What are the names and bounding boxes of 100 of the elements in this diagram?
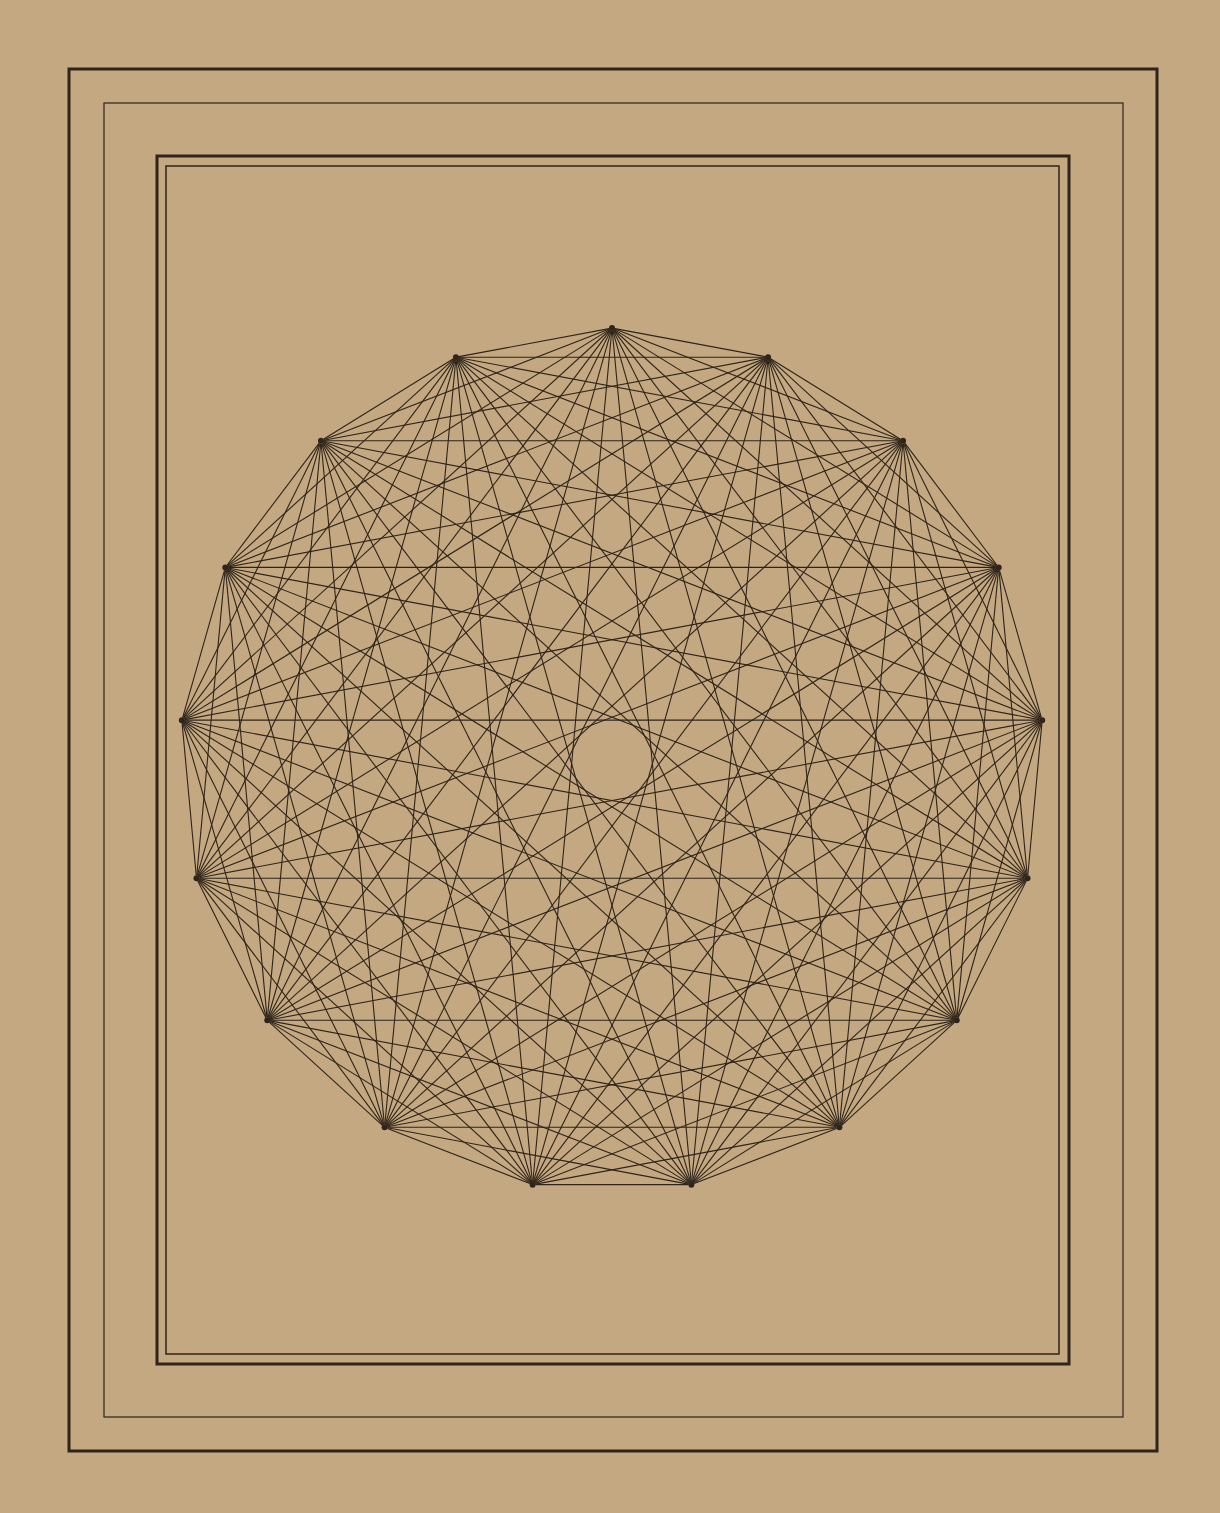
vertex-dot [529, 1181, 536, 1188]
chord-line [198, 878, 838, 1127]
chord-line [323, 440, 997, 568]
chord-line [321, 443, 533, 1183]
chord-line [198, 878, 955, 1021]
chord-line [768, 359, 1027, 877]
chord-line [386, 1127, 689, 1185]
chord-line [227, 440, 901, 568]
chord-line [385, 359, 768, 1126]
chord-line [532, 359, 768, 1183]
chord-line [227, 329, 610, 567]
chord-line [457, 359, 956, 1019]
chord-line [456, 359, 839, 1126]
chord-line [841, 1021, 956, 1126]
chord-line [1027, 722, 1043, 876]
chord-line [692, 569, 998, 1183]
chord-line [691, 359, 769, 1183]
chord-line [268, 442, 902, 1019]
chord-line [184, 720, 955, 1020]
chord-line [198, 879, 690, 1184]
vertex-dot [381, 1124, 388, 1131]
chord-line [323, 357, 766, 441]
chord-line [691, 443, 903, 1183]
chord-line [534, 879, 1026, 1184]
chord-line [320, 443, 385, 1125]
chord-line [183, 721, 532, 1183]
vertex-dot [178, 717, 185, 724]
chord-line [613, 329, 1027, 877]
chord-line [458, 357, 901, 441]
chord-line [225, 569, 385, 1125]
chord-line [614, 329, 997, 567]
chord-line [769, 358, 998, 566]
chord-line [184, 441, 901, 720]
chord-line [268, 359, 767, 1019]
chord-line [998, 569, 1028, 876]
chord-line [840, 880, 1027, 1126]
chord-line [902, 443, 958, 1018]
chord-line [614, 328, 901, 441]
chord-line [457, 358, 1041, 720]
chord-line [269, 878, 1026, 1021]
chord-line [840, 722, 1042, 1126]
chord-line [998, 569, 1042, 718]
chord-line [534, 721, 1041, 1184]
chord-line [269, 1020, 838, 1128]
vertex-dot [452, 354, 459, 361]
chord-line [182, 722, 267, 1019]
chord-line [227, 566, 997, 568]
chord-line [183, 359, 455, 719]
chord-line [226, 568, 838, 1126]
chord-line [267, 359, 456, 1019]
chord-line [268, 1021, 383, 1126]
chord-line [614, 328, 766, 358]
chord-line [386, 878, 1026, 1127]
chord-line [226, 569, 532, 1183]
vertex-dot [1039, 717, 1046, 724]
chord-line [269, 720, 1040, 1020]
vertex-dot [836, 1124, 843, 1131]
chord-line [196, 569, 226, 876]
vertex-dot [1024, 875, 1031, 882]
chord-line [903, 442, 1042, 719]
vertex-dot [222, 564, 229, 571]
vertex-dot [900, 437, 907, 444]
vertex-dot [995, 564, 1002, 571]
chord-line [323, 441, 1040, 720]
chord-line [613, 329, 1041, 719]
vertex-dot [193, 875, 200, 882]
chord-line [227, 357, 766, 567]
chord-line [226, 569, 691, 1183]
chord-line [268, 330, 612, 1019]
chord-line [386, 721, 1041, 1127]
chord-line [386, 1127, 531, 1185]
chord-line [197, 880, 267, 1019]
chord-line [612, 330, 840, 1125]
chord-line [323, 328, 610, 441]
chord-line [535, 1127, 838, 1185]
chord-line [693, 1127, 838, 1185]
chord-line [183, 721, 838, 1127]
chord-line [322, 442, 956, 1019]
chord-line [692, 721, 1041, 1183]
chord-line [457, 358, 1026, 877]
chord-line [839, 443, 904, 1125]
chord-line [533, 569, 998, 1183]
vertex-dot [264, 1017, 271, 1024]
chord-line [269, 1020, 690, 1185]
chord-line [196, 443, 321, 876]
chord-line [323, 440, 901, 442]
chord-line [533, 442, 903, 1183]
chord-line [225, 569, 268, 1018]
chord-line [197, 880, 384, 1126]
chord-line [322, 442, 839, 1126]
chord-line [385, 442, 902, 1126]
chord-line [957, 722, 1042, 1019]
chord-line [269, 1019, 955, 1021]
chord-line [956, 569, 999, 1018]
chord-line [693, 879, 1026, 1184]
chord-line [198, 358, 767, 877]
vertex-dot [953, 1017, 960, 1024]
chord-line [693, 1021, 955, 1184]
chord-line [181, 722, 197, 876]
chord-line [183, 721, 690, 1184]
